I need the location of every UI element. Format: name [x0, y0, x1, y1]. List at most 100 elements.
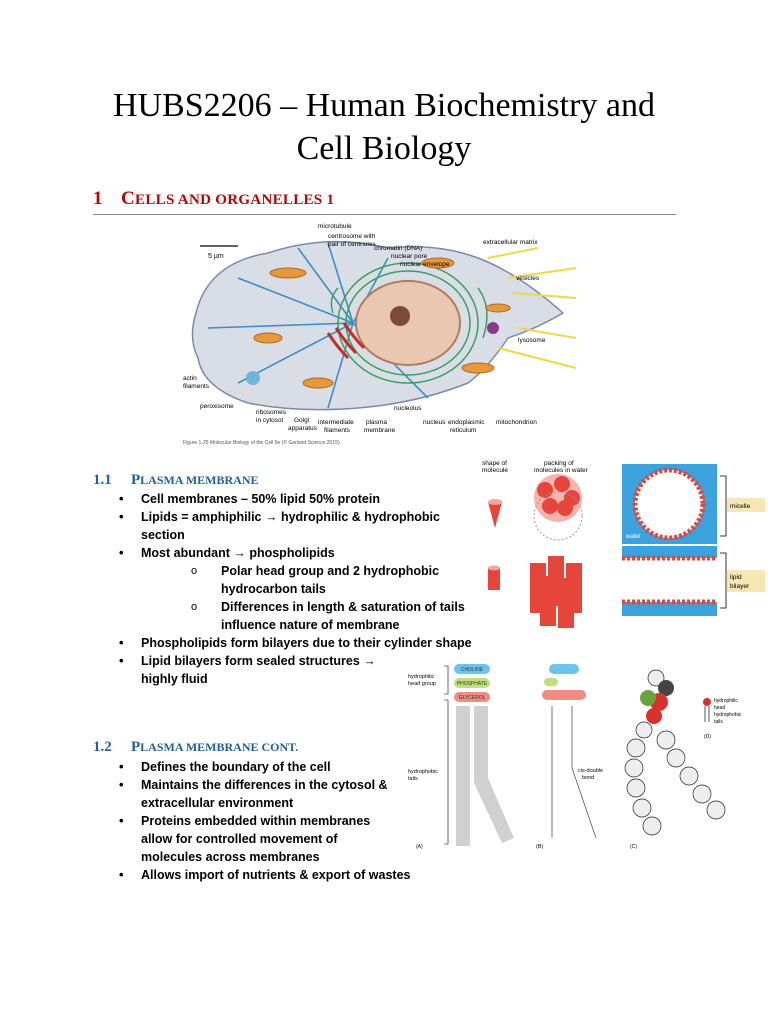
label-shape-2: molecule	[482, 467, 508, 474]
heading-initial: C	[121, 188, 136, 209]
label-plasma-2: membrane	[364, 427, 395, 434]
section-1-1-heading: 1.1 PLASMA MEMBRANE	[93, 472, 259, 489]
label-intermediate: intermediate	[318, 419, 354, 426]
scale-label: 5 µm	[208, 253, 224, 260]
label-choline: CHOLINE	[461, 667, 484, 673]
figure-caption: Figure 1-25 Molecular Biology of the Cel…	[183, 439, 340, 446]
lysosome	[487, 322, 499, 334]
label-actin: actin	[183, 375, 197, 382]
label-mitochondrion: mitochondrion	[496, 419, 537, 426]
label-peroxisome: peroxisome	[200, 403, 234, 410]
label-nuclear-pore: nuclear pore	[391, 253, 428, 260]
section-1-2-heading: 1.2 PLASMA MEMBRANE CONT.	[93, 739, 298, 756]
label-lysosome: lysosome	[518, 337, 546, 344]
label-legend-tail: hydrophobic	[714, 712, 742, 718]
label-packing: packing of	[544, 460, 574, 467]
bullet-item: Cell membranes – 50% lipid 50% protein	[113, 490, 483, 508]
mitochondria	[253, 257, 511, 389]
heading-rest: LASMA MEMBRANE CONT.	[140, 740, 299, 754]
label-intermediate-2: filaments	[324, 427, 351, 434]
label-cis-bond-2: bond	[582, 775, 594, 781]
label-lipid: lipid	[730, 574, 742, 581]
bullet-item: Lipid bilayers form sealed structures →	[113, 652, 483, 670]
label-legend-tail-2: tails	[714, 719, 723, 725]
section-1-1-bullets: Cell membranes – 50% lipid 50% protein L…	[113, 490, 483, 688]
label-ecm: extracellular matrix	[483, 239, 538, 246]
section-1-2-bullets: Defines the boundary of the cell Maintai…	[113, 758, 413, 884]
heading-rule	[93, 214, 676, 215]
bullet-continuation: extracellular environment	[141, 796, 294, 810]
label-centrosome: centrosome with	[328, 233, 376, 240]
bullet-item: Allows import of nutrients & export of w…	[113, 866, 413, 884]
bullet-continuation: molecules across membranes	[141, 850, 320, 864]
sub-bullet-item: Polar head group and 2 hydrophobic	[113, 562, 483, 580]
label-vesicles: vesicles	[516, 275, 540, 282]
label-panel-b: (B)	[536, 844, 544, 850]
label-microtubule: microtubule	[318, 223, 352, 230]
bullet-continuation: highly fluid	[141, 672, 208, 686]
micelle-bilayer-figure: shape of molecule packing of molecules i…	[482, 460, 765, 628]
golgi-apparatus	[326, 322, 366, 360]
section-number: 1.2	[93, 739, 112, 755]
bullet-item: Most abundant → phospholipids	[113, 544, 483, 562]
label-tails: hydrophobic	[408, 769, 438, 775]
label-panel-a: (A)	[416, 844, 423, 850]
bullet-item: Lipids = amphiphilic → hydrophilic & hyd…	[113, 508, 483, 526]
label-actin-2: filaments	[183, 383, 210, 390]
sub-bullet-item: Differences in length & saturation of ta…	[113, 598, 483, 616]
bullet-item: Phospholipids form bilayers due to their…	[113, 634, 483, 652]
label-glycerol: GLYCEROL	[459, 695, 486, 701]
heading-rest: LASMA MEMBRANE	[140, 473, 259, 487]
nucleolus	[390, 306, 410, 326]
bullet-item: Maintains the differences in the cytosol…	[113, 776, 413, 794]
label-shape: shape of	[482, 460, 507, 467]
cone-packing	[534, 474, 582, 522]
title-line-1: HUBS2206 – Human Biochemistry and	[112, 87, 656, 124]
space-filling-model	[624, 669, 726, 836]
label-head-group: hydrophilic	[408, 674, 435, 680]
label-legend-head: hydrophilic	[714, 698, 738, 704]
label-ribosomes-2: in cytosol	[256, 417, 284, 424]
label-phosphate: PHOSPHATE	[457, 681, 488, 687]
cylinder-molecule	[488, 568, 500, 590]
label-nucleus: nucleus	[423, 419, 446, 426]
bullet-item: Defines the boundary of the cell	[113, 758, 413, 776]
label-packing-2: molecules in water	[534, 467, 589, 474]
label-chromatin: chromatin (DNA)	[374, 245, 422, 252]
label-nucleolus: nucleolus	[394, 405, 422, 412]
cylinder-packing	[530, 556, 582, 628]
label-micelle: micelle	[730, 503, 751, 510]
extracellular-matrix-fibers	[487, 247, 577, 369]
label-cis-bond: cis-double	[578, 768, 603, 774]
heading-initial: P	[131, 739, 141, 755]
label-legend-head-2: head	[714, 705, 725, 711]
title-line-2: Cell Biology	[296, 130, 472, 167]
heading-rest: ELLS AND ORGANELLES 1	[135, 192, 335, 208]
section-number: 1	[93, 188, 103, 209]
peroxisome	[246, 371, 260, 385]
label-panel-c: (C)	[630, 844, 637, 850]
endoplasmic-reticulum	[330, 262, 488, 384]
label-ribosomes: ribosomes	[256, 409, 287, 416]
label-water: water	[625, 534, 641, 540]
section-number: 1.1	[93, 472, 112, 488]
cell-diagram: 5 µm microtubule centrosome with pair of…	[183, 223, 577, 446]
label-panel-d: (D)	[704, 734, 711, 740]
label-plasma: plasma	[366, 419, 387, 426]
cone-molecule	[488, 502, 502, 528]
label-bilayer: bilayer	[730, 583, 750, 590]
label-er: endoplasmic	[448, 419, 485, 426]
nucleus	[355, 280, 461, 366]
label-golgi: Golgi	[294, 417, 309, 424]
sub-bullet-continuation: influence nature of membrane	[221, 618, 400, 632]
phospholipid-figure: hydrophilic head group hydrophobic tails…	[408, 664, 742, 850]
sub-bullet-continuation: hydrocarbon tails	[221, 582, 326, 596]
label-centrosome-2: pair of centrioles	[328, 241, 376, 248]
bullet-continuation: allow for controlled movement of	[141, 832, 338, 846]
document-title: HUBS2206 – Human Biochemistry and Cell B…	[0, 84, 768, 170]
heading-initial: P	[131, 472, 141, 488]
label-tails-2: tails	[408, 776, 418, 782]
label-er-2: reticulum	[450, 427, 476, 434]
label-nuclear-envelope: nuclear envelope	[400, 261, 450, 268]
bullet-continuation: section	[141, 528, 185, 542]
